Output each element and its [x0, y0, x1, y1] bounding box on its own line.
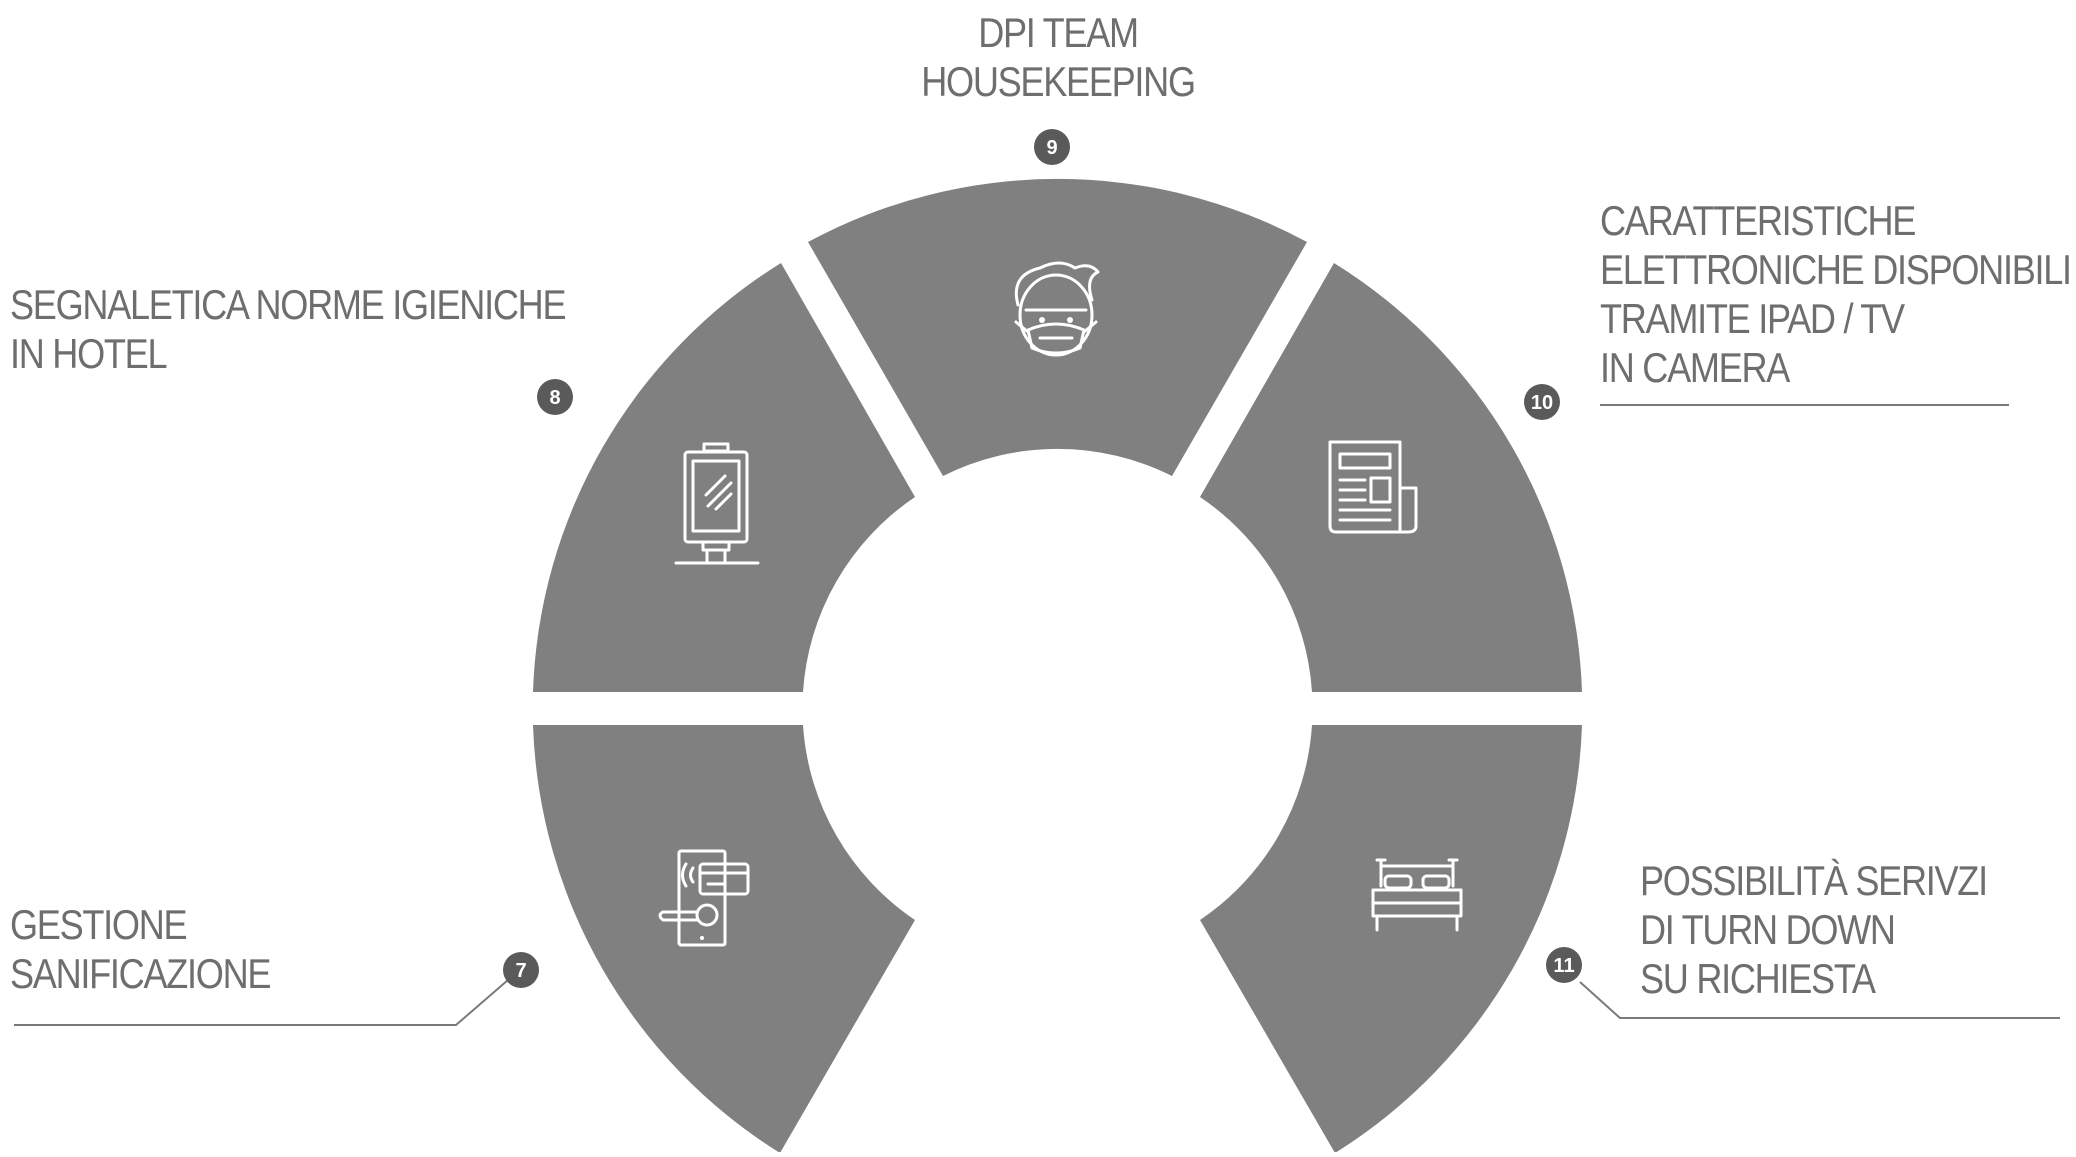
bed-icon [1371, 858, 1463, 932]
label-line: IN HOTEL [10, 330, 168, 377]
label-line: IN CAMERA [1600, 344, 1790, 391]
label-caratteristiche: CARATTERISTICHE ELETTRONICHE DISPONIBILI… [1600, 196, 2072, 392]
badge-number-10: 10 [1531, 392, 1553, 414]
label-turn-down: POSSIBILITÀ SERIVZI DI TURN DOWN SU RICH… [1640, 856, 1988, 1003]
label-line: SEGNALETICA NORME IGIENICHE [10, 281, 567, 328]
label-dpi-team: DPI TEAM HOUSEKEEPING [886, 8, 1230, 106]
badge-number-11: 11 [1553, 955, 1574, 977]
badge-number-9: 9 [1046, 137, 1057, 159]
badge-number-7: 7 [515, 960, 526, 982]
newspaper-icon [1328, 440, 1418, 534]
signage-stand-icon [674, 442, 760, 565]
badge-10: 10 [1524, 384, 1560, 420]
label-line: HOUSEKEEPING [921, 58, 1196, 105]
label-segnaletica: SEGNALETICA NORME IGIENICHE IN HOTEL [10, 280, 567, 378]
badge-7: 7 [503, 952, 539, 988]
label-line: DPI TEAM [978, 9, 1139, 56]
leader-line-11 [1579, 981, 2060, 1019]
badge-9: 9 [1034, 129, 1070, 165]
label-line: TRAMITE IPAD / TV [1600, 295, 1905, 342]
label-line: CARATTERISTICHE [1600, 197, 1916, 244]
label-gestione: GESTIONE SANIFICAZIONE [10, 900, 271, 998]
badge-8: 8 [537, 379, 573, 415]
leader-lines [14, 404, 2060, 1026]
label-line: SU RICHIESTA [1640, 955, 1876, 1002]
label-line: DI TURN DOWN [1640, 906, 1896, 953]
segment-turn-down [1200, 725, 1582, 1153]
badge-11: 11 [1546, 947, 1582, 983]
label-line: SANIFICAZIONE [10, 950, 271, 997]
card-lock-icon [658, 849, 750, 947]
segment-dpi [808, 178, 1307, 476]
label-line: ELETTRONICHE DISPONIBILI [1600, 246, 2072, 293]
badge-number-8: 8 [549, 387, 560, 409]
face-mask-icon [1014, 261, 1100, 357]
label-line: GESTIONE [10, 901, 188, 948]
leader-line-7 [14, 979, 509, 1026]
label-line: POSSIBILITÀ SERIVZI [1640, 857, 1988, 904]
